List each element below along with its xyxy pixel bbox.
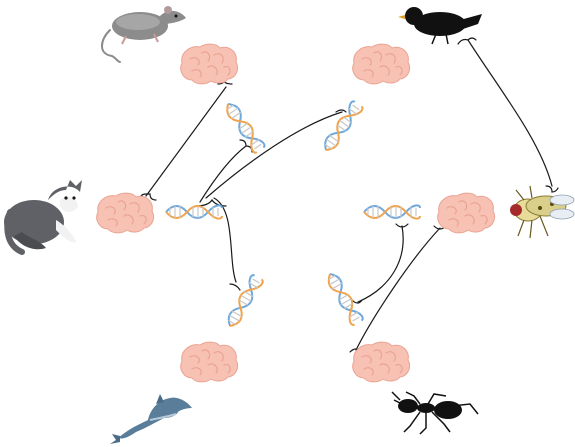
dna-cat (166, 205, 222, 218)
connector-lines (140, 38, 558, 352)
fly-icon (510, 186, 574, 238)
dolphin-icon (110, 394, 192, 444)
connector-catdna-dolphindna (214, 198, 236, 282)
connector-flybrain-antbrain (356, 228, 440, 350)
brain-cat (97, 193, 154, 233)
brain-blackbird (353, 44, 410, 84)
dna-dolphin (224, 274, 263, 329)
brain-fly (438, 193, 495, 233)
connector-catdna-birddna (206, 112, 342, 198)
dna-blackbird (321, 100, 364, 153)
bracket-fly (546, 186, 558, 192)
brain-ant (353, 342, 410, 382)
rat-icon (102, 6, 186, 62)
bracket-rat-dna (240, 140, 252, 152)
connector-bird-fly (468, 40, 552, 186)
dna-fly (364, 205, 420, 218)
connector-catdna-ratdna (200, 146, 246, 202)
brain-dolphin (181, 342, 238, 382)
dna-rat (223, 100, 266, 153)
brain-rat (181, 44, 238, 84)
cat-icon (4, 180, 82, 252)
dna-ant (324, 271, 363, 326)
bracket-bird (458, 38, 476, 44)
connector-flydna-antdna (358, 226, 403, 302)
connector-cat-rat-brain (146, 87, 226, 196)
bracket-dolphin-dna (230, 284, 240, 290)
ant-icon (392, 392, 478, 434)
